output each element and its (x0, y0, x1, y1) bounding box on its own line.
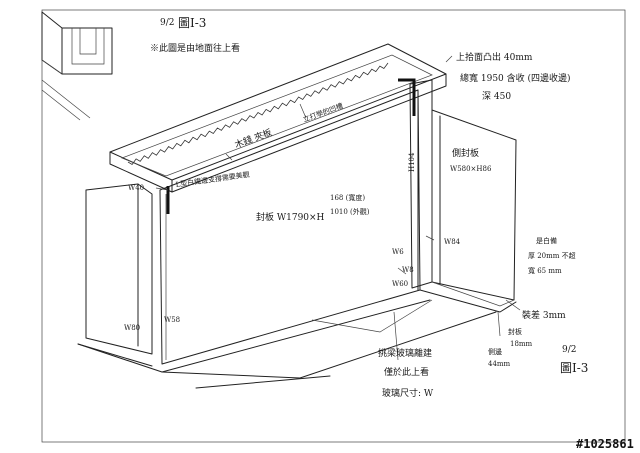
ceiling-board (109, 43, 447, 193)
l-bracket (166, 78, 416, 214)
edge-line1: 側邊 (488, 347, 502, 356)
front-board (159, 89, 421, 365)
bottom-strip (77, 299, 501, 389)
top-recess-line3: 深 450 (482, 91, 511, 102)
glass-note-line2: 僅於此上看 (384, 366, 429, 378)
glass-note-line3: 玻璃尺寸: W (382, 387, 434, 399)
title-bottom: 圖I-3 (560, 361, 588, 375)
title-top: 圖I-3 (178, 16, 206, 30)
front-board-h1: 168 (寬度) (330, 193, 365, 202)
dim-h104: H104 (408, 152, 416, 172)
dim-w80-a: W80 (124, 324, 140, 332)
view-note: ※此圖是由地面往上看 (150, 42, 240, 54)
dim-w8: W8 (402, 266, 414, 274)
front-board-h2: 1010 (外觀) (330, 207, 370, 216)
dim-w6: W6 (392, 248, 404, 256)
side-panel-line1: 側封板 (452, 147, 479, 159)
dim-w58: W58 (164, 316, 180, 324)
top-recess-line1: 上拾面凸出 40mm (456, 51, 533, 63)
edge-line2: 44mm (488, 360, 511, 368)
perimeter-groove-hatch (127, 62, 389, 166)
left-wall-block (77, 183, 153, 367)
right-note-line1: 是白備 (536, 236, 557, 245)
top-recess-line2: 總寬 1950 含收 (四邊收邊) (460, 72, 571, 84)
dim-w84: W84 (444, 238, 461, 246)
sheet-frame (41, 9, 626, 443)
l-bracket-label: L型白鐵邊支撐需要美觀 (175, 170, 250, 189)
date-top: 9/2 (160, 18, 174, 28)
perimeter-groove-label: 立打學的凹槽 (302, 101, 345, 124)
right-note-line2: 厚 20mm 不超 (528, 251, 576, 260)
seal-board-line1: 封板 (508, 327, 522, 336)
date-bottom: 9/2 (562, 345, 576, 355)
front-board-main: 封板 W1790×H (256, 211, 325, 223)
ceiling-board-label: 木錢 夾板 (233, 126, 274, 151)
dim-w60: W60 (392, 280, 408, 288)
leader-lines (155, 55, 521, 311)
seal-board-line2: 18mm (510, 340, 533, 348)
glass-note-line1: 挑梁玻璃離建 (378, 347, 432, 359)
image-stamp: #1025861 (576, 437, 634, 451)
corner-beam-sketch (41, 11, 113, 121)
right-note-line3: 寬 65 mm (528, 266, 562, 275)
side-panel-line2: W580×H86 (450, 165, 492, 173)
annotations: 9/2 圖I-3 ※此圖是由地面往上看 上拾面凸出 40mm 總寬 1950 含… (124, 16, 634, 451)
groove-zigzag (127, 62, 389, 166)
side-tag: W40 (128, 184, 144, 192)
side-panel (419, 109, 517, 313)
gap-note: 裝差 3mm (522, 309, 566, 321)
